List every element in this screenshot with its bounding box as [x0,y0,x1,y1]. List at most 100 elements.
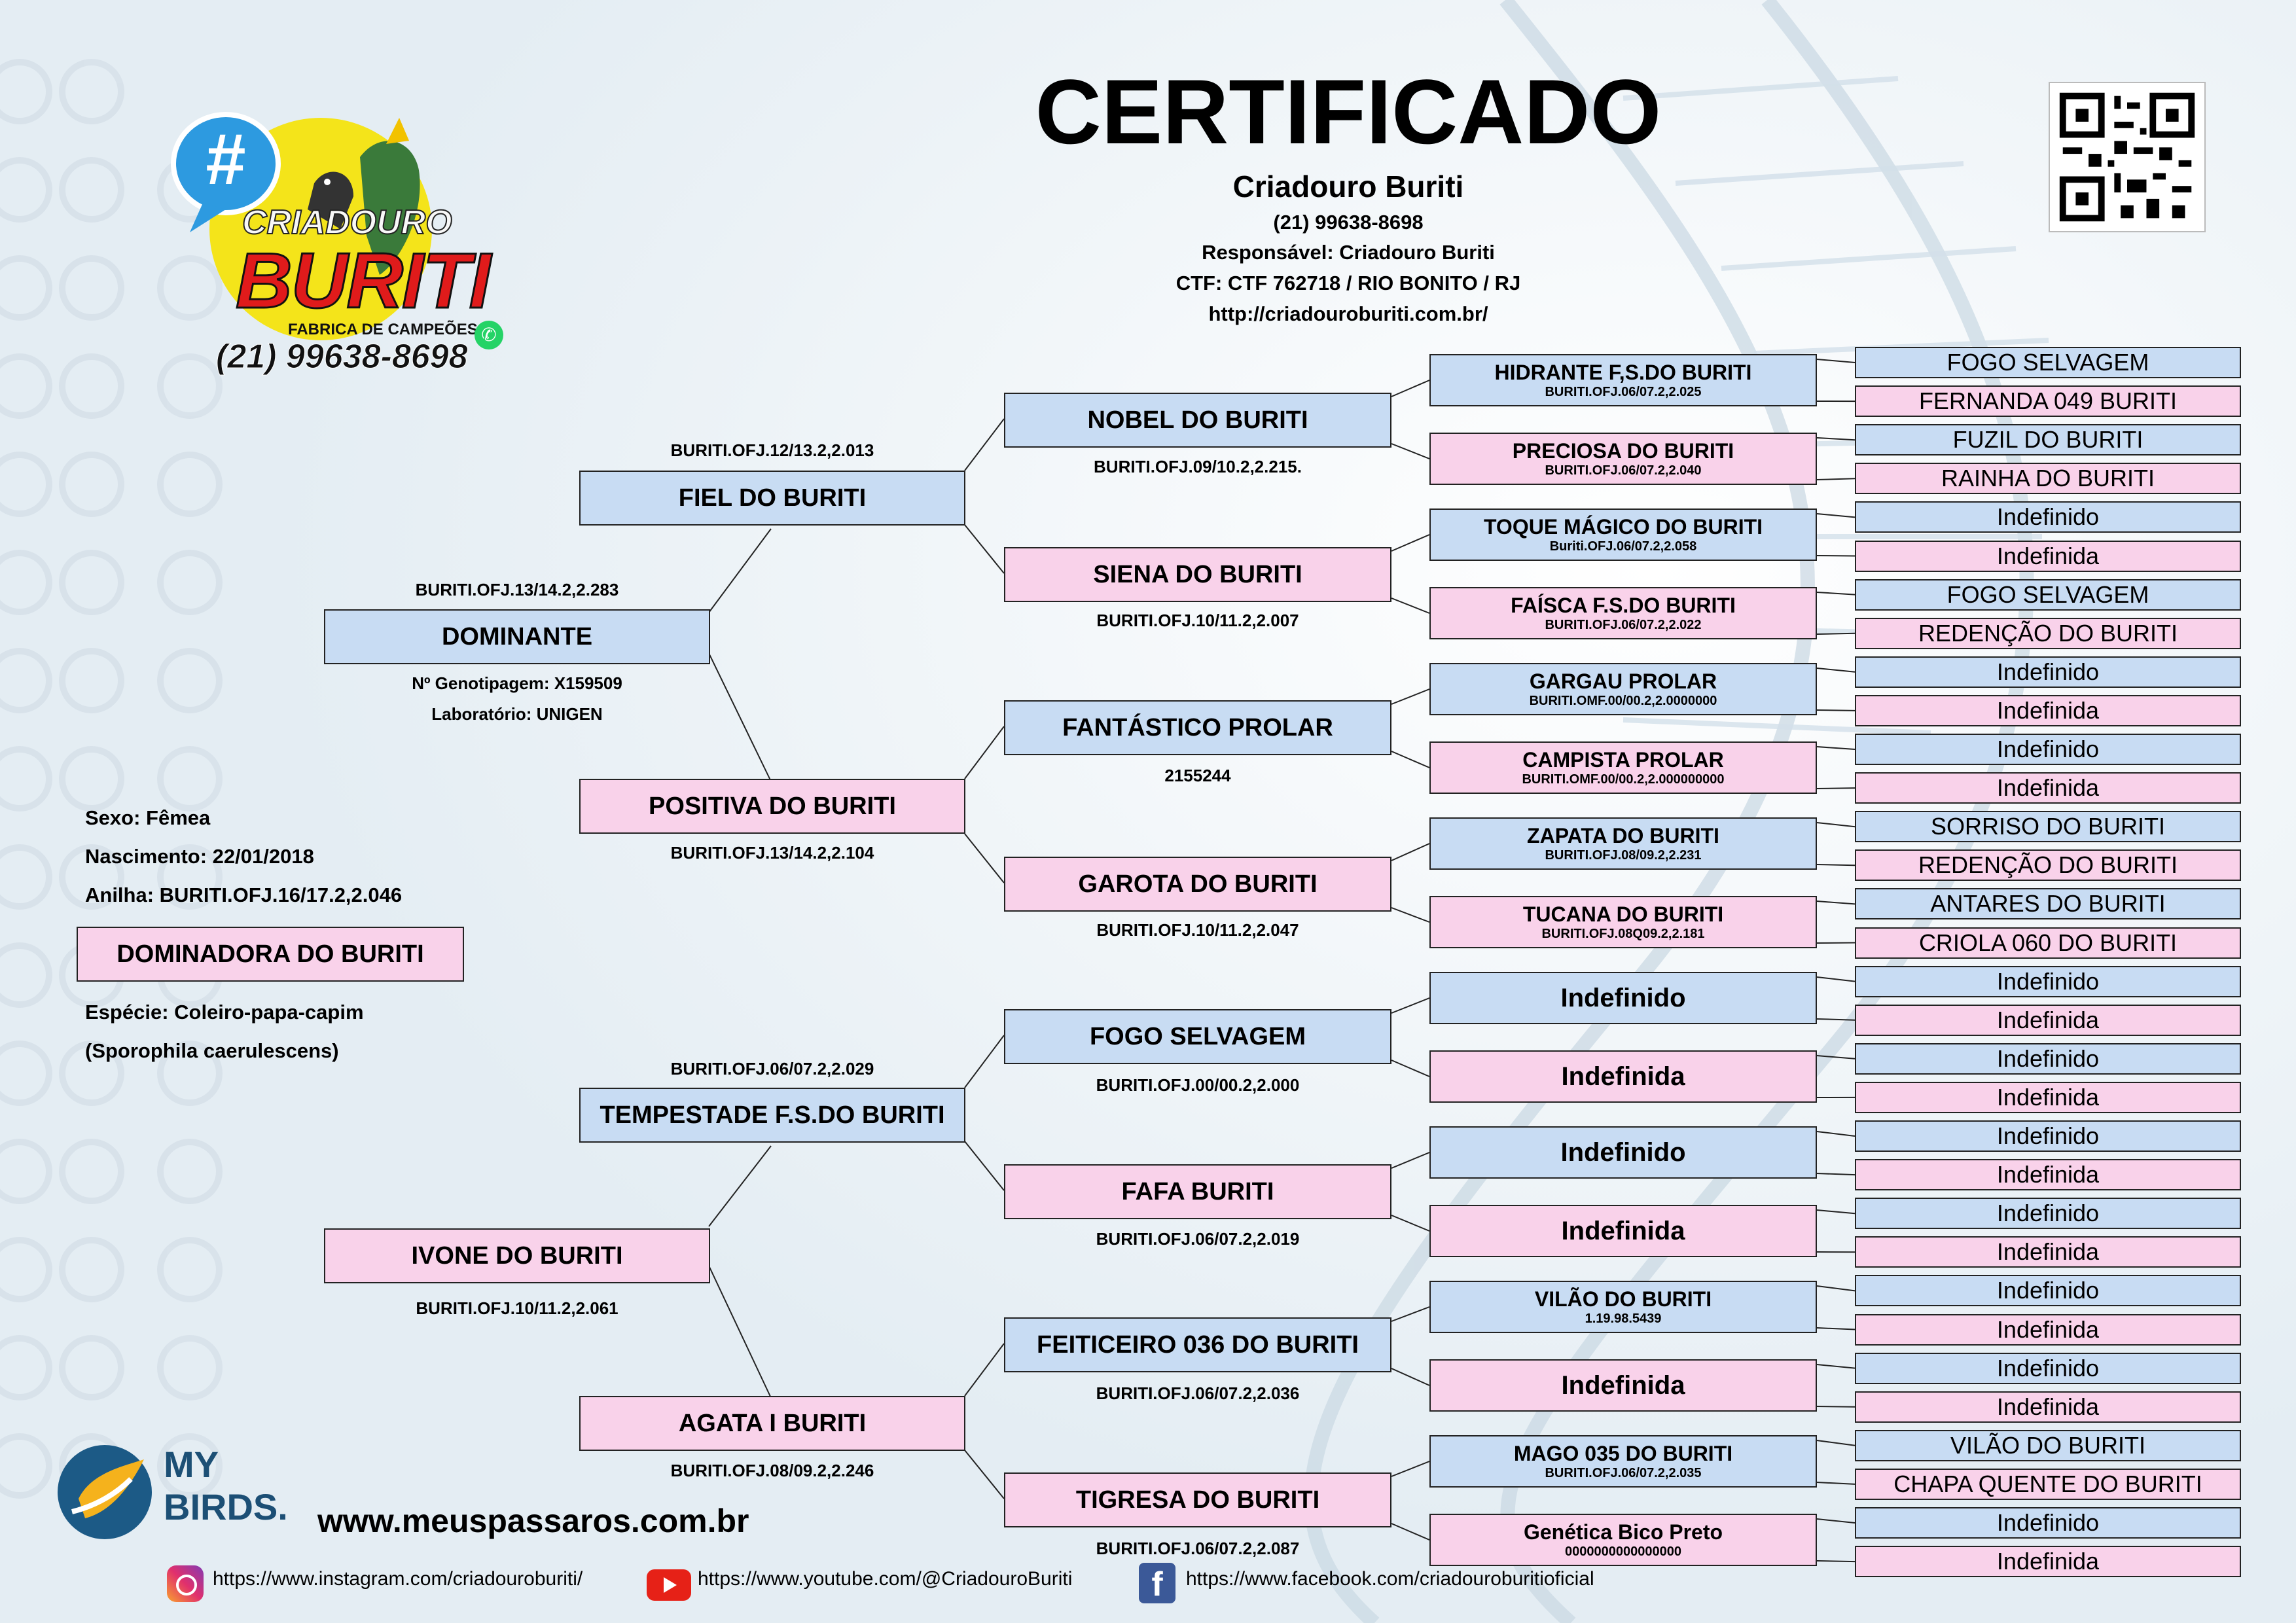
gen5-ancestor: Indefinido [1855,1352,2241,1384]
logo-line2: BURITI [235,236,492,326]
gen5-ancestor: REDENÇÃO DO BURITI [1855,617,2241,649]
gen5-ancestor-name: REDENÇÃO DO BURITI [1918,619,2178,647]
gen4-ancestor-ring: BURITI.OFJ.06/07.2,2.025 [1545,385,1702,399]
great-grandparent-ring: BURITI.OFJ.10/11.2,2.007 [1096,611,1299,630]
mother-name: IVONE DO BURITI [411,1241,623,1270]
great-grandparent: FEITICEIRO 036 DO BURITI [1004,1317,1391,1372]
mybirds-logo [52,1440,157,1544]
logo-hash: # [206,119,246,200]
gen5-ancestor-name: Indefinida [1996,1083,2100,1111]
gen5-ancestor-name: REDENÇÃO DO BURITI [1918,851,2178,879]
great-grandparent: GAROTA DO BURITI [1004,857,1391,912]
connector-line [1391,1461,1430,1477]
connector-line [1816,1406,1856,1408]
gen4-ancestor-name: Indefinido [1560,1137,1686,1167]
connector-line [1816,709,1856,711]
instagram-link[interactable]: https://www.instagram.com/criadouroburit… [213,1568,583,1590]
gen5-ancestor: Indefinido [1855,1043,2241,1075]
connector-line [1391,534,1430,552]
gen4-ancestor: Indefinido [1429,972,1817,1024]
gen4-ancestor-ring: Buriti.OFJ.06/07.2,2.058 [1549,539,1697,554]
qr-code[interactable] [2049,82,2206,232]
footer-site[interactable]: www.meuspassaros.com.br [317,1503,749,1539]
connector-line [1816,976,1856,982]
gen5-ancestor-name: FOGO SELVAGEM [1946,580,2149,608]
gen4-ancestor-name: FAÍSCA F.S.DO BURITI [1511,594,1736,617]
grandparent-ring: BURITI.OFJ.12/13.2,2.013 [670,440,874,460]
bird-scientific-name: (Sporophila caerulescens) [85,1039,339,1062]
gen5-ancestor: FERNANDA 049 BURITI [1855,385,2241,418]
gen4-ancestor-ring: BURITI.OFJ.06/07.2,2.022 [1545,618,1702,632]
gen4-ancestor: Indefinida [1429,1050,1817,1103]
breeder-logo: # CRIADOURO BURITI FABRICA DE CAMPEÕES (… [164,105,517,393]
breeder-phone: (21) 99638-8698 [1273,211,1424,234]
gen5-ancestor-name: Indefinida [1996,542,2100,569]
gen5-ancestor-name: ANTARES DO BURITI [1930,890,2166,918]
connector-line [1391,1152,1430,1169]
breeder-ctf: CTF: CTF 762718 / RIO BONITO / RJ [1175,272,1521,294]
gen5-ancestor-name: RAINHA DO BURITI [1941,465,2155,492]
gen5-ancestor: Indefinido [1855,965,2241,997]
connector-line [1816,513,1856,518]
gen5-ancestor: Indefinida [1855,1391,2241,1423]
gen4-ancestor-ring: 1.19.98.5439 [1585,1311,1662,1326]
gen5-ancestor-name: Indefinido [1996,503,2100,531]
mother: IVONE DO BURITI [324,1228,710,1283]
gen5-ancestor-name: CRIOLA 060 DO BURITI [1918,929,2178,956]
gen5-ancestor-name: FUZIL DO BURITI [1952,426,2144,454]
gen5-ancestor-name: Indefinido [1996,1200,2100,1227]
whatsapp-icon: ✆ [475,321,503,349]
instagram-icon[interactable] [167,1565,204,1602]
connector-line [1816,1327,1856,1330]
gen5-ancestor: Indefinido [1855,1198,2241,1230]
connector-line [1391,688,1430,705]
grandparent-ring: BURITI.OFJ.06/07.2,2.029 [670,1059,874,1079]
logo-phone: (21) 99638-8698 [216,338,469,376]
youtube-link[interactable]: https://www.youtube.com/@CriadouroBuriti [698,1568,1073,1590]
gen4-ancestor-ring: BURITI.OFJ.08Q09.2,2.181 [1541,927,1705,941]
qr-code-icon [2059,92,2195,222]
connector-line [1816,359,1856,363]
great-grandparent: FOGO SELVAGEM [1004,1009,1391,1064]
great-grandparent: NOBEL DO BURITI [1004,393,1391,448]
connector-line [1816,478,1856,480]
youtube-icon[interactable] [647,1569,691,1601]
subject-name: DOMINADORA DO BURITI [117,940,424,968]
breeder-website[interactable]: http://criadouroburiti.com.br/ [1208,302,1488,325]
connector-line [1391,1523,1430,1541]
connector-line [1391,1060,1430,1077]
grandparent: POSITIVA DO BURITI [579,779,965,834]
gen5-ancestor-name: FOGO SELVAGEM [1946,349,2149,376]
great-grandparent: FAFA BURITI [1004,1164,1391,1219]
mybirds-brand-top: MY [164,1444,219,1485]
gen5-ancestor: Indefinido [1855,656,2241,688]
gen4-ancestor-ring: BURITI.OFJ.06/07.2,2.035 [1545,1466,1702,1480]
gen4-ancestor-name: PRECIOSA DO BURITI [1512,439,1734,463]
parent-ring: BURITI.OFJ.10/11.2,2.061 [416,1298,619,1318]
gen5-ancestor: VILÃO DO BURITI [1855,1429,2241,1461]
gen5-ancestor-name: Indefinido [1996,736,2100,762]
gen5-ancestor: RAINHA DO BURITI [1855,463,2241,495]
facebook-link[interactable]: https://www.facebook.com/criadouroburiti… [1186,1568,1594,1590]
gen5-ancestor: ANTARES DO BURITI [1855,888,2241,920]
gen5-ancestor-name: Indefinido [1996,967,2100,995]
gen4-ancestor-name: Indefinido [1560,983,1686,1012]
mybirds-icon [58,1445,152,1539]
connector-line [1816,1173,1856,1176]
breeder-name: Criadouro Buriti [1232,169,1464,204]
subject-bird: DOMINADORA DO BURITI [77,927,464,982]
gen5-ancestor-name: Indefinida [1996,696,2100,724]
gen5-ancestor-name: Indefinida [1996,1393,2100,1420]
gen5-ancestor: SORRISO DO BURITI [1855,811,2241,843]
facebook-icon[interactable]: f [1139,1563,1175,1603]
gen5-ancestor-name: Indefinida [1996,774,2100,802]
gen5-ancestor-name: Indefinido [1996,658,2100,685]
connector-line [1816,1018,1856,1021]
